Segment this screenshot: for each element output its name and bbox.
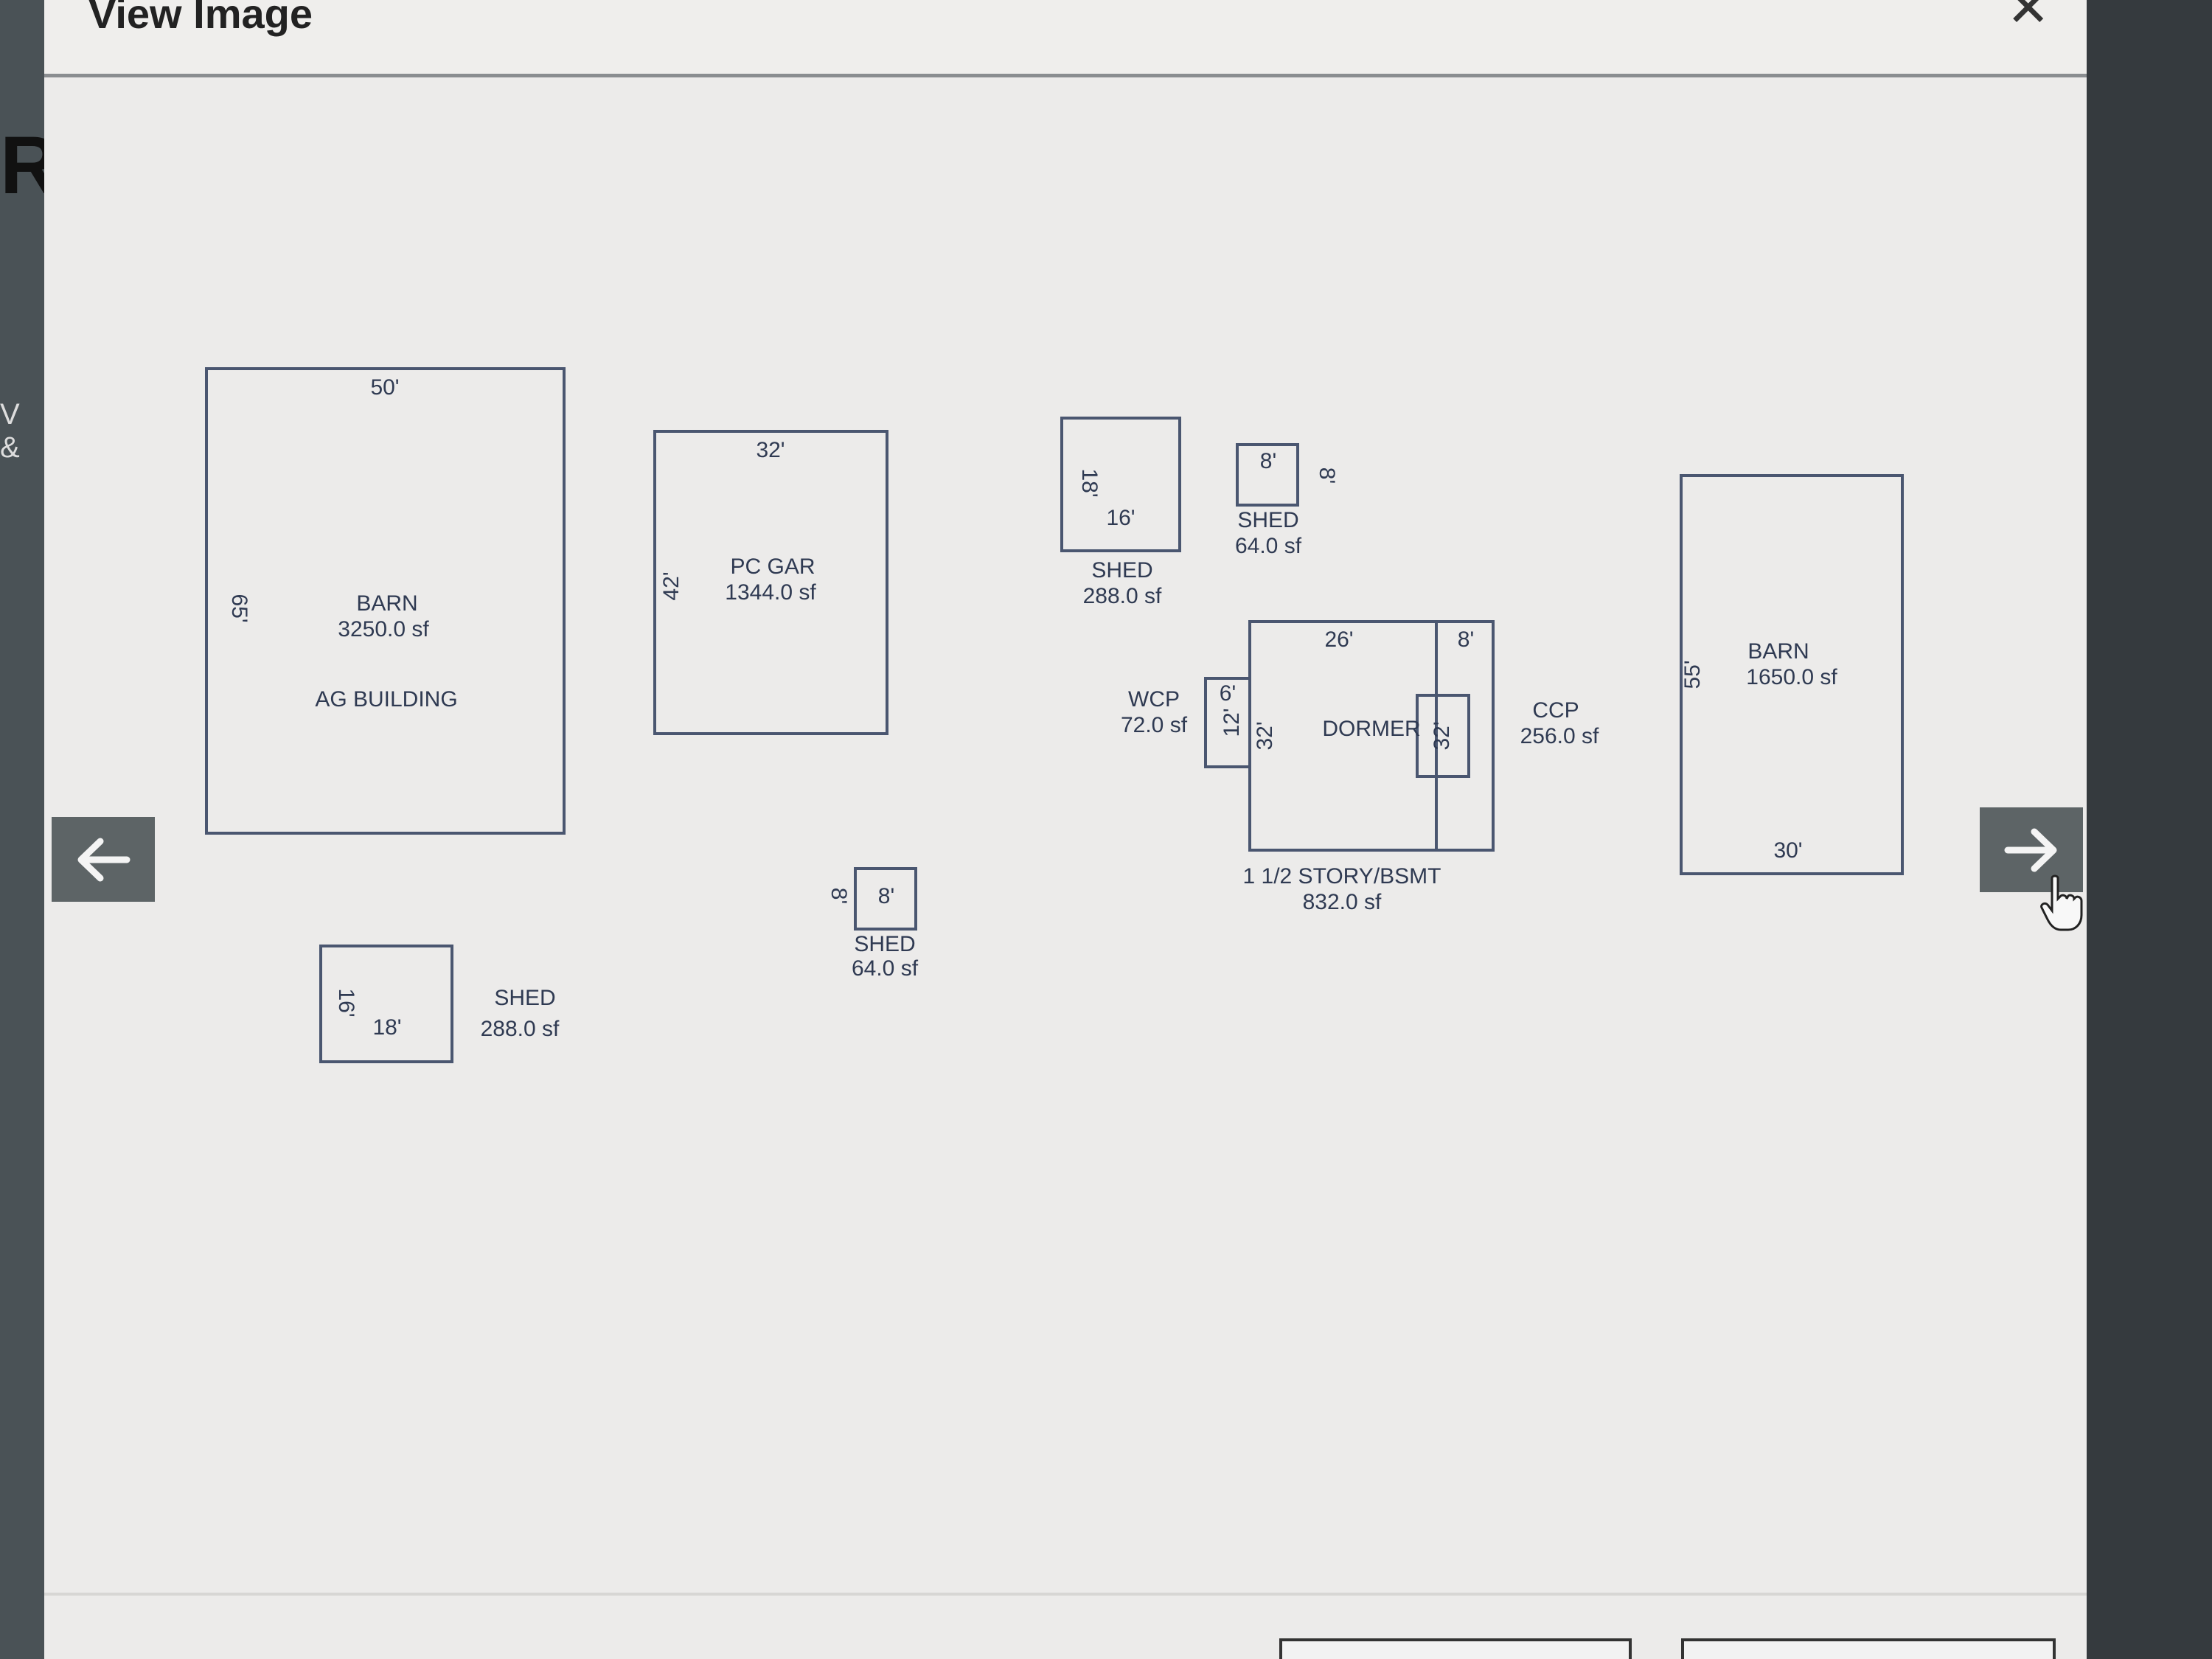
shed-b-dim-inner: 8'	[1260, 449, 1276, 473]
barn-1-dim-side: 65'	[227, 594, 251, 622]
footer-button-1[interactable]	[1279, 1638, 1632, 1659]
shed-c-outline	[854, 867, 917, 931]
barn-2-dim-bottom: 30'	[1773, 838, 1802, 863]
shed-a-dim-inner: 16'	[1106, 506, 1135, 530]
shed-d-area: 288.0 sf	[481, 1017, 560, 1041]
shed-c-dim-side: 8'	[827, 888, 851, 904]
house-area: 832.0 sf	[1303, 890, 1382, 914]
hand-pointer-icon	[2040, 874, 2083, 931]
shed-a-area: 288.0 sf	[1083, 584, 1162, 608]
shed-d-dim-side: 16'	[334, 988, 358, 1017]
arrow-left-icon	[77, 838, 131, 881]
shed-c-name: SHED	[854, 932, 915, 956]
pc-gar-dim-top: 32'	[756, 438, 785, 462]
shed-c-area: 64.0 sf	[852, 956, 919, 981]
barn-1-outline	[205, 367, 566, 835]
next-image-button[interactable]	[1980, 807, 2083, 892]
wcp-outline	[1204, 677, 1251, 768]
background-page-left: R V &	[0, 0, 58, 1659]
barn-2-name: BARN	[1747, 639, 1809, 664]
pc-gar-dim-side: 42'	[659, 571, 684, 600]
barn-1-area: 3250.0 sf	[338, 617, 429, 641]
wcp-dim-top: 6'	[1220, 681, 1236, 706]
wcp-dim-side: 12'	[1220, 708, 1244, 737]
barn-1-dim-top: 50'	[370, 375, 399, 400]
barn-2-outline	[1680, 474, 1904, 875]
barn-2-area: 1650.0 sf	[1746, 665, 1837, 689]
background-text-fragment-2: V &	[0, 398, 20, 464]
previous-image-button[interactable]	[52, 817, 155, 902]
shed-d-dim-inner: 18'	[372, 1015, 401, 1040]
pc-gar-outline	[653, 430, 888, 735]
shed-a-outline	[1060, 417, 1181, 552]
arrow-right-icon	[2004, 828, 2057, 872]
shed-a-name: SHED	[1091, 558, 1152, 582]
pc-gar-area: 1344.0 sf	[725, 580, 816, 605]
barn-1-note: AG BUILDING	[315, 687, 457, 712]
property-sketch: 50' 65' BARN 3250.0 sf AG BUILDING 32' 4…	[44, 77, 2087, 1582]
sketch-drawing: 50' 65' BARN 3250.0 sf AG BUILDING 32' 4…	[205, 367, 1904, 1063]
wcp-area: 72.0 sf	[1121, 713, 1188, 737]
view-image-modal: View Image ✕	[44, 0, 2087, 1659]
house-name: 1 1/2 STORY/BSMT	[1243, 864, 1441, 888]
house-dim-top-2: 8'	[1458, 627, 1474, 652]
footer-button-2[interactable]	[1681, 1638, 2056, 1659]
shed-b-area: 64.0 sf	[1235, 534, 1302, 558]
dormer-outline	[1416, 694, 1470, 778]
shed-b-name: SHED	[1237, 508, 1298, 532]
ccp-area: 256.0 sf	[1520, 724, 1599, 748]
shed-d-name: SHED	[494, 986, 555, 1010]
shed-b-dim-side: 8'	[1315, 467, 1339, 484]
ccp-name: CCP	[1532, 698, 1579, 723]
close-icon[interactable]: ✕	[2006, 0, 2050, 37]
dormer-dim-side: 32'	[1430, 721, 1454, 750]
modal-header: View Image ✕	[44, 0, 2087, 77]
pc-gar-name: PC GAR	[730, 554, 815, 579]
barn-2-dim-side: 55'	[1680, 660, 1705, 689]
wcp-name: WCP	[1128, 687, 1180, 712]
house-dim-top: 26'	[1324, 627, 1353, 652]
dormer-label: DORMER	[1322, 717, 1420, 741]
shed-d-outline	[319, 945, 453, 1063]
modal-title: View Image	[88, 0, 313, 37]
shed-b-outline	[1236, 443, 1299, 507]
background-page-right	[2087, 0, 2212, 1659]
shed-c-dim-inner: 8'	[878, 884, 894, 908]
house-dim-side: 32'	[1253, 721, 1277, 750]
modal-footer-divider	[44, 1593, 2087, 1596]
barn-1-name: BARN	[356, 591, 417, 616]
shed-a-dim-side: 18'	[1077, 468, 1102, 497]
